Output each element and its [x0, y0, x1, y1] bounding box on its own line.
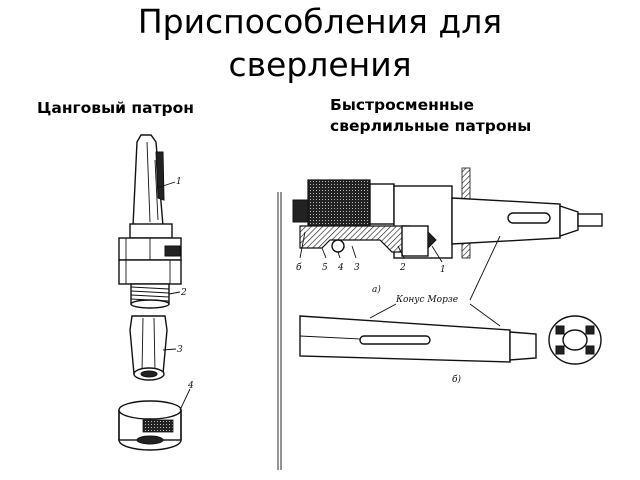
collet-leaders: [156, 181, 191, 411]
quick-change-drawing: б 5 4 3 2 1 а) Конус Морзе б): [277, 167, 603, 470]
collet: [129, 315, 168, 381]
collet-part-1-label: 1: [176, 177, 182, 187]
collet-part-4-label: 4: [187, 381, 194, 391]
collet-shank: [132, 134, 165, 227]
collet-body: [118, 223, 182, 309]
chuck-part-1-label: 1: [440, 265, 446, 275]
chuck-view-a: б 5 4 3 2 1 а): [292, 179, 603, 295]
quick-change-chuck-label: Быстросменные сверлильные патроны: [330, 95, 531, 137]
frame-lines: [277, 192, 282, 470]
morse-taper-label: Конус Морзе: [395, 295, 458, 305]
collet-nut: [118, 400, 182, 451]
quick-change-label-line-2: сверлильные патроны: [330, 117, 532, 135]
title-line-1: Приспособления для: [137, 2, 503, 41]
chuck-part-2-label: 2: [399, 263, 406, 273]
collet-chuck-drawing: 1 2 3 4: [118, 134, 194, 451]
collet-chuck-label: Цанговый патрон: [37, 99, 194, 117]
chuck-part-6-label: б: [296, 262, 302, 273]
view-b-label: б): [452, 374, 461, 385]
slide-title: Приспособления для сверления: [0, 0, 640, 86]
chuck-part-4-label: 4: [337, 263, 344, 273]
chuck-part-3-label: 3: [354, 263, 360, 273]
quick-change-label-line-1: Быстросменные: [330, 96, 475, 114]
chuck-view-b: б): [299, 315, 602, 385]
view-a-label: а): [372, 284, 381, 295]
collet-part-3-label: 3: [177, 345, 183, 355]
collet-part-2-label: 2: [180, 288, 187, 298]
chuck-part-5-label: 5: [322, 263, 328, 273]
morse-taper-callout: Конус Морзе: [369, 235, 501, 327]
title-line-2: сверления: [228, 45, 412, 84]
